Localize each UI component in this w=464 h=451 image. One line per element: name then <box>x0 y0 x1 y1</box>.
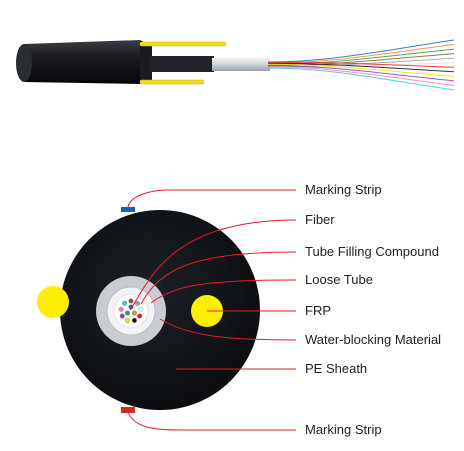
cable-jacket <box>24 40 140 84</box>
cable-cross-section <box>37 207 260 413</box>
loose-tube-side <box>212 58 270 71</box>
leader-marking-strip-bottom <box>127 411 296 431</box>
fiber-dot <box>128 298 134 304</box>
leader-water-blocking <box>159 318 297 341</box>
marking-strip-top <box>121 207 135 212</box>
fiber-dot <box>131 310 137 316</box>
fiber-bundle <box>118 298 144 323</box>
fiber-strand <box>267 44 455 64</box>
label-frp: FRP <box>305 303 331 318</box>
fiber-strand <box>267 63 455 77</box>
fiber-dot <box>125 317 131 323</box>
fiber-strand <box>267 48 455 65</box>
leader-loose-tube <box>150 279 297 304</box>
fiber-strand <box>267 62 455 73</box>
fiber-dot <box>124 310 130 316</box>
leader-tube-filling <box>140 251 297 305</box>
fiber-dot <box>122 300 128 306</box>
fiber-strand <box>267 66 455 86</box>
frp-left <box>37 286 69 318</box>
frp-rod-bottom <box>139 79 205 85</box>
fiber-strand <box>267 39 455 63</box>
fiber-dot <box>131 317 137 323</box>
label-water-blocking-material: Water-blocking Material <box>305 332 442 347</box>
marking-strip-bottom <box>121 407 135 413</box>
fiber-fan <box>267 39 455 91</box>
label-marking-strip-bottom: Marking Strip <box>305 422 382 437</box>
fiber-strand <box>267 65 455 82</box>
jacket-end <box>16 44 32 82</box>
label-pe-sheath: PE Sheath <box>305 361 368 376</box>
fiber-dot <box>138 306 144 312</box>
label-marking-strip-top: Marking Strip <box>305 182 382 197</box>
cable-side-view <box>16 39 455 91</box>
fiber-strand <box>267 53 455 67</box>
fiber-dot <box>118 306 124 312</box>
fiber-dot <box>119 313 125 319</box>
label-fiber: Fiber <box>305 212 335 227</box>
inner-sheath <box>150 56 214 72</box>
frp-rod-top <box>139 41 227 47</box>
leader-fiber <box>129 219 297 311</box>
leader-marking-strip-top <box>127 189 296 208</box>
fiber-dot <box>137 313 143 319</box>
leader-lines <box>127 189 297 431</box>
label-tube-filling-compound: Tube Filling Compound <box>305 244 439 259</box>
fiber-strand <box>267 61 455 68</box>
jacket-cut <box>140 40 152 84</box>
fiber-strand <box>267 67 455 91</box>
fiber-dot <box>134 300 140 306</box>
label-loose-tube: Loose Tube <box>305 272 373 287</box>
